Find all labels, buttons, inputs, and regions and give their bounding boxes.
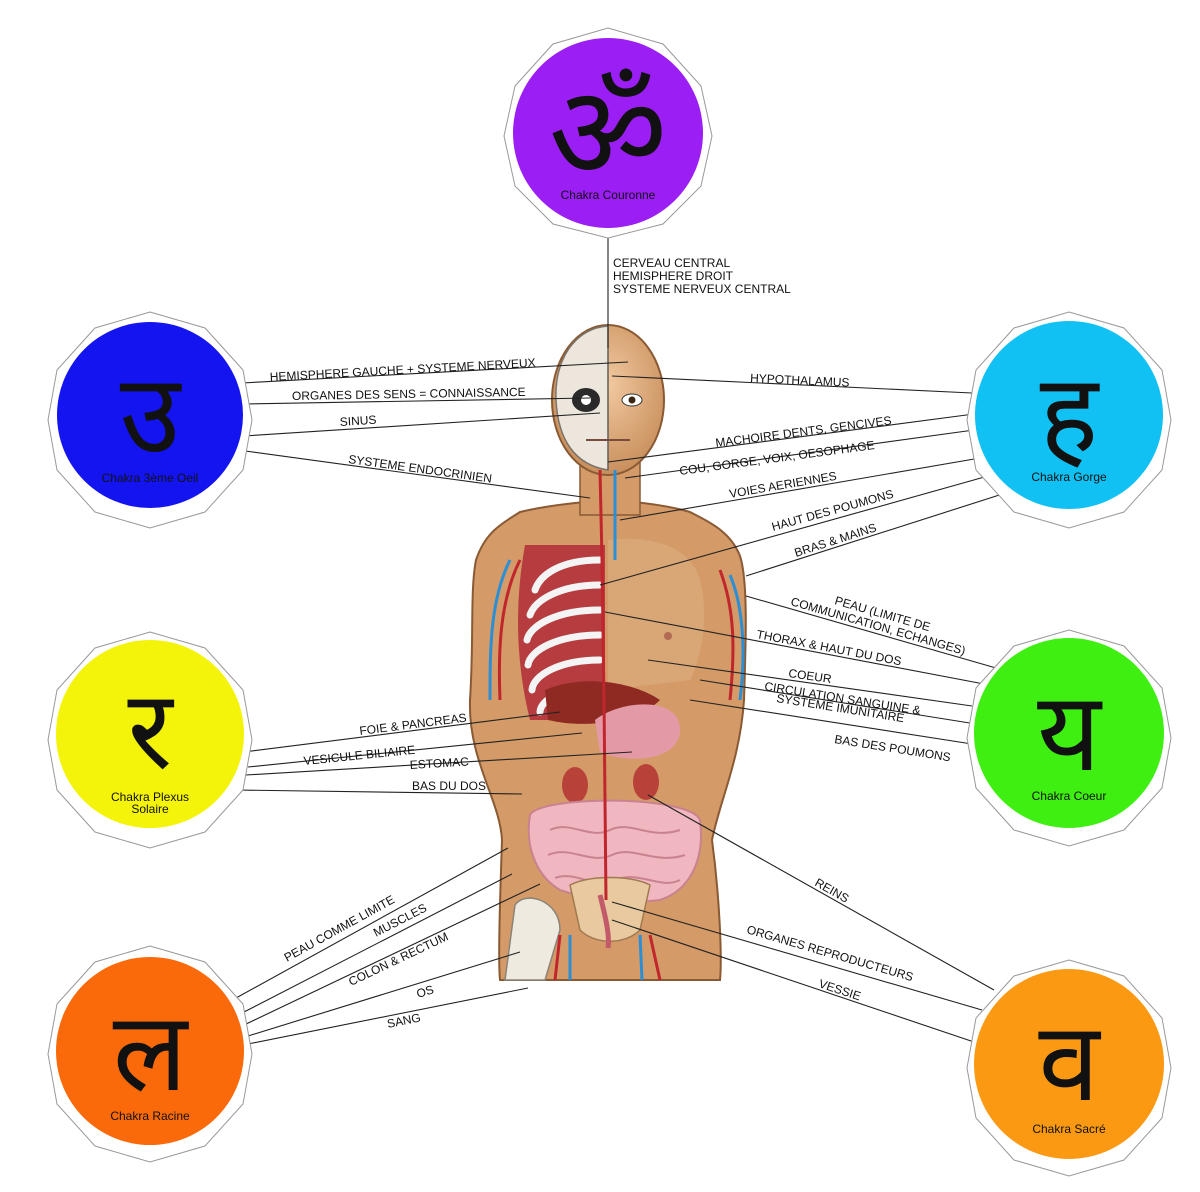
label-colon-rectum: COLON & RECTUM [346,929,450,988]
label-snc: SYSTEME NERVEUX CENTRAL [613,282,791,296]
chakra-sacral-circle [974,969,1164,1159]
label-foie-pancreas: FOIE & PANCREAS [359,711,468,738]
chakra-solar-plexus-label-1: Chakra Plexus [111,790,189,804]
label-organes-sens: ORGANES DES SENS = CONNAISSANCE [292,385,526,403]
label-cou-gorge: COU, GORGE, VOIX, OESOPHAGE [679,438,876,478]
label-haut-poumons: HAUT DES POUMONS [770,487,895,534]
chakra-crown: ॐ Chakra Couronne [503,27,713,239]
label-cerveau-central: CERVEAU CENTRAL [613,256,730,270]
chakra-heart-label: Chakra Coeur [1032,789,1107,803]
label-hemisphere-droit: HEMISPHERE DROIT [613,269,734,283]
sacral-glyph-icon: व [1038,998,1101,1126]
label-estomac: ESTOMAC [409,754,469,772]
chakra-solar-plexus-circle [56,640,244,828]
chakra-throat-circle [975,321,1163,509]
om-glyph-icon: ॐ [549,57,668,209]
throat-glyph-icon: ह [1040,350,1100,478]
chakra-sacral-label: Chakra Sacré [1032,1122,1106,1136]
chakra-heart: य Chakra Coeur [966,629,1172,847]
label-reins: REINS [813,875,852,905]
chakra-root-label: Chakra Racine [110,1109,190,1123]
chakra-throat-label: Chakra Gorge [1031,470,1107,484]
chakra-solar-plexus: र Chakra Plexus Solaire [47,631,253,849]
label-bras-mains: BRAS & MAINS [793,520,879,559]
third-eye-glyph-icon: उ [120,350,182,478]
label-vessie: VESSIE [817,977,863,1004]
label-sang: SANG [386,1010,422,1031]
chakra-third-eye-circle [57,322,243,508]
chakra-third-eye: उ Chakra 3ème Oeil [47,311,253,529]
root-glyph-icon: ल [113,988,190,1116]
label-os: OS [415,982,436,1001]
chakra-sacral: व Chakra Sacré [966,959,1172,1177]
chakra-crown-circle [513,38,703,228]
label-coeur: COEUR [788,666,833,686]
heart-glyph-icon: य [1037,668,1103,796]
chakra-heart-circle [974,638,1164,828]
label-bas-du-dos: BAS DU DOS [412,779,486,793]
label-hypothalamus: HYPOTHALAMUS [750,371,850,390]
chakra-root-circle [56,957,244,1145]
chakra-third-eye-label: Chakra 3ème Oeil [102,471,199,485]
anatomy-illustration [468,324,747,981]
label-sinus: SINUS [339,413,377,429]
chakra-solar-plexus-label-2: Solaire [131,802,169,816]
solar-plexus-glyph-icon: र [128,666,175,794]
label-systeme-endocrinien: SYSTEME ENDOCRINIEN [348,452,493,486]
chakra-throat: ह Chakra Gorge [966,311,1172,529]
label-hemisphere-gauche: HEMISPHERE GAUCHE + SYSTEME NERVEUX [269,356,536,384]
chakra-root: ल Chakra Racine [47,945,253,1163]
label-voies-aeriennes: VOIES AERIENNES [728,469,838,501]
label-vesicule-biliaire: VESICULE BILIAIRE [303,743,416,768]
label-bas-poumons: BAS DES POUMONS [834,732,952,764]
connector-lines [235,228,1016,1045]
chakra-crown-label: Chakra Couronne [561,188,656,202]
